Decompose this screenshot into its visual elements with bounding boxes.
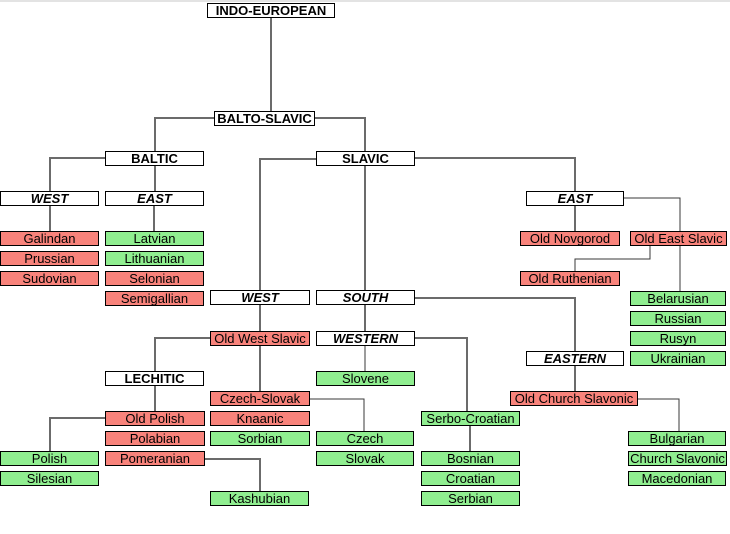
node-rusyn: Rusyn (630, 331, 726, 346)
node-macedonian: Macedonian (628, 471, 726, 486)
node-sorbian: Sorbian (210, 431, 310, 446)
top-border-strip (0, 0, 730, 2)
node-czech: Czech (316, 431, 414, 446)
node-polish: Polish (0, 451, 99, 466)
node-latvian: Latvian (105, 231, 204, 246)
edge-slavic-to-slavic-east (415, 157, 576, 191)
node-baltic-east: EAST (105, 191, 204, 206)
node-serbo-croatian: Serbo-Croatian (421, 411, 520, 426)
node-slavic: SLAVIC (316, 151, 415, 166)
node-bulgarian: Bulgarian (628, 431, 726, 446)
node-prussian: Prussian (0, 251, 99, 266)
node-slovak: Slovak (316, 451, 414, 466)
node-galindan: Galindan (0, 231, 99, 246)
node-lithuanian: Lithuanian (105, 251, 204, 266)
node-lechitic: LECHITIC (105, 371, 204, 386)
node-pomeranian: Pomeranian (105, 451, 205, 466)
node-baltic-west: WEST (0, 191, 99, 206)
edge-slavic-east-to-old-east-slavic (624, 197, 681, 231)
node-slavic-south: SOUTH (316, 290, 415, 305)
edge-south-western-to-serbo-croatian (415, 337, 468, 411)
edge-czech-slovak-to-czech (310, 398, 365, 431)
node-old-novgorod: Old Novgorod (520, 231, 620, 246)
edge-old-church-slavonic-to-bulgarian (638, 398, 680, 431)
edge-slavic-to-slavic-west (259, 158, 316, 290)
node-knaanic: Knaanic (210, 411, 310, 426)
node-south-eastern: EASTERN (526, 351, 624, 366)
edge-old-polish-to-polish (49, 417, 105, 451)
edge-pomeranian-to-kashubian (205, 458, 261, 491)
edge-old-west-slavic-to-lechitic (154, 337, 210, 371)
node-semigallian: Semigallian (105, 291, 204, 306)
node-old-west-slavic: Old West Slavic (210, 331, 310, 346)
node-sudovian: Sudovian (0, 271, 99, 286)
node-baltic: BALTIC (105, 151, 204, 166)
edge-balto-slavic-to-slavic (315, 117, 366, 151)
node-old-ruthenian: Old Ruthenian (520, 271, 620, 286)
edge-old-east-slavic-to-old-ruthenian (574, 246, 651, 271)
node-slovene: Slovene (316, 371, 415, 386)
edge-baltic-to-baltic-west (49, 157, 105, 191)
node-old-east-slavic: Old East Slavic (630, 231, 727, 246)
node-belarusian: Belarusian (630, 291, 726, 306)
node-indo-european: INDO-EUROPEAN (207, 3, 335, 18)
node-serbian: Serbian (421, 491, 520, 506)
edge-balto-slavic-to-baltic (154, 117, 214, 151)
node-slavic-west: WEST (210, 290, 310, 305)
node-slavic-east: EAST (526, 191, 624, 206)
node-old-polish: Old Polish (105, 411, 205, 426)
node-selonian: Selonian (105, 271, 204, 286)
node-czech-slovak: Czech-Slovak (210, 391, 310, 406)
node-balto-slavic: BALTO-SLAVIC (214, 111, 315, 126)
node-polabian: Polabian (105, 431, 205, 446)
edge-slavic-south-to-south-eastern (415, 297, 576, 351)
node-bosnian: Bosnian (421, 451, 520, 466)
node-silesian: Silesian (0, 471, 99, 486)
node-russian: Russian (630, 311, 726, 326)
node-south-western: WESTERN (316, 331, 415, 346)
node-croatian: Croatian (421, 471, 520, 486)
node-old-church-slavonic: Old Church Slavonic (510, 391, 638, 406)
node-ukrainian: Ukrainian (630, 351, 726, 366)
node-church-slavonic: Church Slavonic (628, 451, 727, 466)
node-kashubian: Kashubian (210, 491, 309, 506)
